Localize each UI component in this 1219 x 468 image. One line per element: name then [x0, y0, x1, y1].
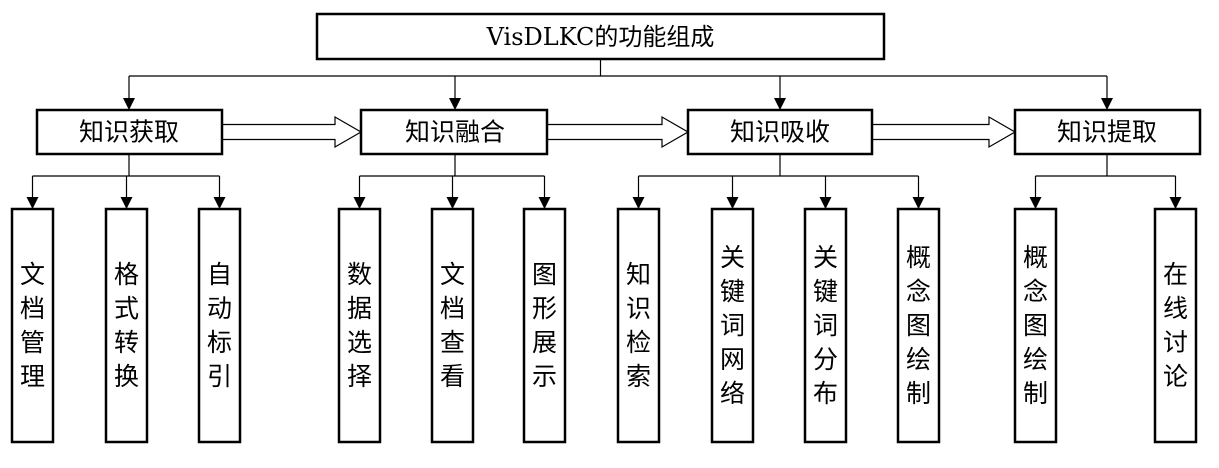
leaf-node: 图形展示: [522, 207, 567, 444]
flow-arrow: [546, 115, 690, 149]
leaf-node: 概念图绘制: [1013, 207, 1058, 444]
flow-arrows: [221, 115, 1017, 149]
leaf-node: 在线讨论: [1153, 207, 1198, 444]
leaf-node: 自动标引: [197, 207, 242, 444]
leaf-node: 数据选择: [337, 207, 382, 444]
category-label: 知识获取: [79, 118, 179, 147]
leaf-label: 概念图绘制: [1023, 243, 1048, 408]
leaf-label: 知识检索: [626, 260, 651, 391]
leaf-label: 格式转换: [114, 260, 139, 391]
root-box: [315, 12, 886, 61]
leaf-label: 关键词网络: [720, 243, 745, 408]
connector-lines: [26, 59, 1182, 209]
leaf-label: 文档查看: [440, 260, 465, 391]
leaf-box: [337, 207, 382, 444]
category-node: 知识融合: [359, 108, 549, 156]
leaf-node: 格式转换: [104, 207, 149, 444]
leaf-node: 文档查看: [430, 207, 475, 444]
leaf-node: 知识检索: [616, 207, 661, 444]
category-node: 知识提取: [1013, 108, 1202, 156]
leaf-box: [104, 207, 149, 444]
category-box: [1013, 108, 1202, 156]
leaf-box: [710, 207, 755, 444]
category-label: 知识提取: [1057, 118, 1157, 147]
leaf-node: 关键词分布: [803, 207, 848, 444]
leaf-label: 数据选择: [347, 260, 372, 391]
leaf-box: [616, 207, 661, 444]
leaf-label: 关键词分布: [813, 243, 838, 408]
category-box: [35, 108, 224, 156]
leaf-node: 概念图绘制: [896, 207, 941, 444]
leaf-label: 图形展示: [532, 260, 557, 391]
leaf-node: 文档管理: [10, 207, 55, 444]
category-label: 知识融合: [405, 118, 505, 147]
root-node: VisDLKC的功能组成: [315, 12, 886, 61]
leaf-box: [803, 207, 848, 444]
category-node: 知识获取: [35, 108, 224, 156]
leaf-label: 自动标引: [207, 260, 232, 391]
category-box: [359, 108, 549, 156]
leaf-label: 在线讨论: [1163, 260, 1188, 391]
leaf-box: [1153, 207, 1198, 444]
category-node: 知识吸收: [686, 108, 874, 156]
flow-arrow: [871, 115, 1017, 149]
root-title: VisDLKC的功能组成: [486, 23, 715, 51]
leaf-box: [896, 207, 941, 444]
category-label: 知识吸收: [730, 118, 830, 147]
leaf-node: 关键词网络: [710, 207, 755, 444]
leaf-box: [10, 207, 55, 444]
leaf-label: 文档管理: [20, 260, 45, 391]
category-row: 知识获取 知识融合 知识吸收 知识提取: [35, 108, 1202, 156]
leaf-box: [197, 207, 242, 444]
category-box: [686, 108, 874, 156]
flow-arrow: [221, 115, 363, 149]
leaf-box: [430, 207, 475, 444]
leaf-label: 概念图绘制: [906, 243, 931, 408]
leaf-row: 文档管理 格式转换 自动标引 数据选择 文档查看 图形展示 知识检索 关键词网络 关键词分布 概念…: [10, 207, 1198, 444]
leaf-box: [1013, 207, 1058, 444]
leaf-box: [522, 207, 567, 444]
